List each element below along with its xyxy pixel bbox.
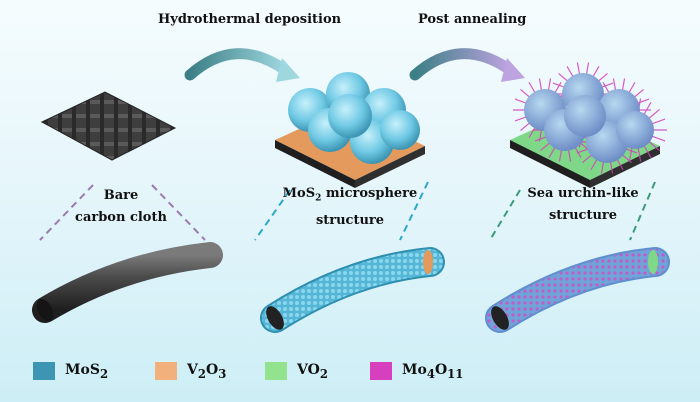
hydrothermal-deposition-label: Hydrothermal deposition [158, 12, 342, 27]
stage1-label-line2: carbon cloth [75, 210, 167, 225]
legend-swatch-mo4o11 [370, 362, 392, 381]
urchin-coated-fiber [485, 247, 670, 333]
stage2-label-line2: structure [315, 212, 385, 228]
legend-swatch-vo2 [265, 362, 287, 381]
legend-swatch-mos2 [33, 362, 55, 381]
legend-label-mo4o11: Mo4O11 [402, 362, 464, 381]
zoom-lines-stage3 [489, 181, 656, 241]
legend-label-v2o3: V2O3 [187, 362, 227, 381]
mos2-coated-fiber [260, 247, 445, 333]
zoom-lines-stage2 [254, 181, 429, 241]
hydrothermal-arrow [184, 48, 300, 82]
legend-mos2: MoS2 [33, 362, 108, 381]
legend-label-vo2: VO2 [297, 362, 328, 381]
stage1-label-line1: Bare [103, 188, 139, 203]
legend-label-mos2: MoS2 [65, 362, 109, 381]
zoom-lines-stage1 [39, 184, 206, 241]
stage1-label: Bare carbon cloth [66, 188, 176, 226]
annealing-arrow [409, 48, 525, 82]
mos2-microsphere-sheet [275, 72, 425, 188]
bare-carbon-fiber [32, 242, 223, 323]
stage3-label: Sea urchin-like structure [513, 186, 653, 224]
legend-swatch-v2o3 [155, 362, 177, 381]
legend-v2o3: V2O3 [155, 362, 226, 381]
bare-carbon-cloth-sheet [40, 91, 177, 161]
stage2-label-line1: MoS2 microsphere [282, 186, 418, 204]
post-annealing-label: Post annealing [418, 12, 527, 27]
stage2-label: MoS2 microsphere structure [280, 186, 420, 229]
stage3-label-line2: structure [548, 208, 618, 223]
sea-urchin-sheet [510, 62, 667, 188]
legend-mo4o11: Mo4O11 [370, 362, 463, 381]
stage3-label-line1: Sea urchin-like [527, 186, 639, 201]
legend-vo2: VO2 [265, 362, 328, 381]
